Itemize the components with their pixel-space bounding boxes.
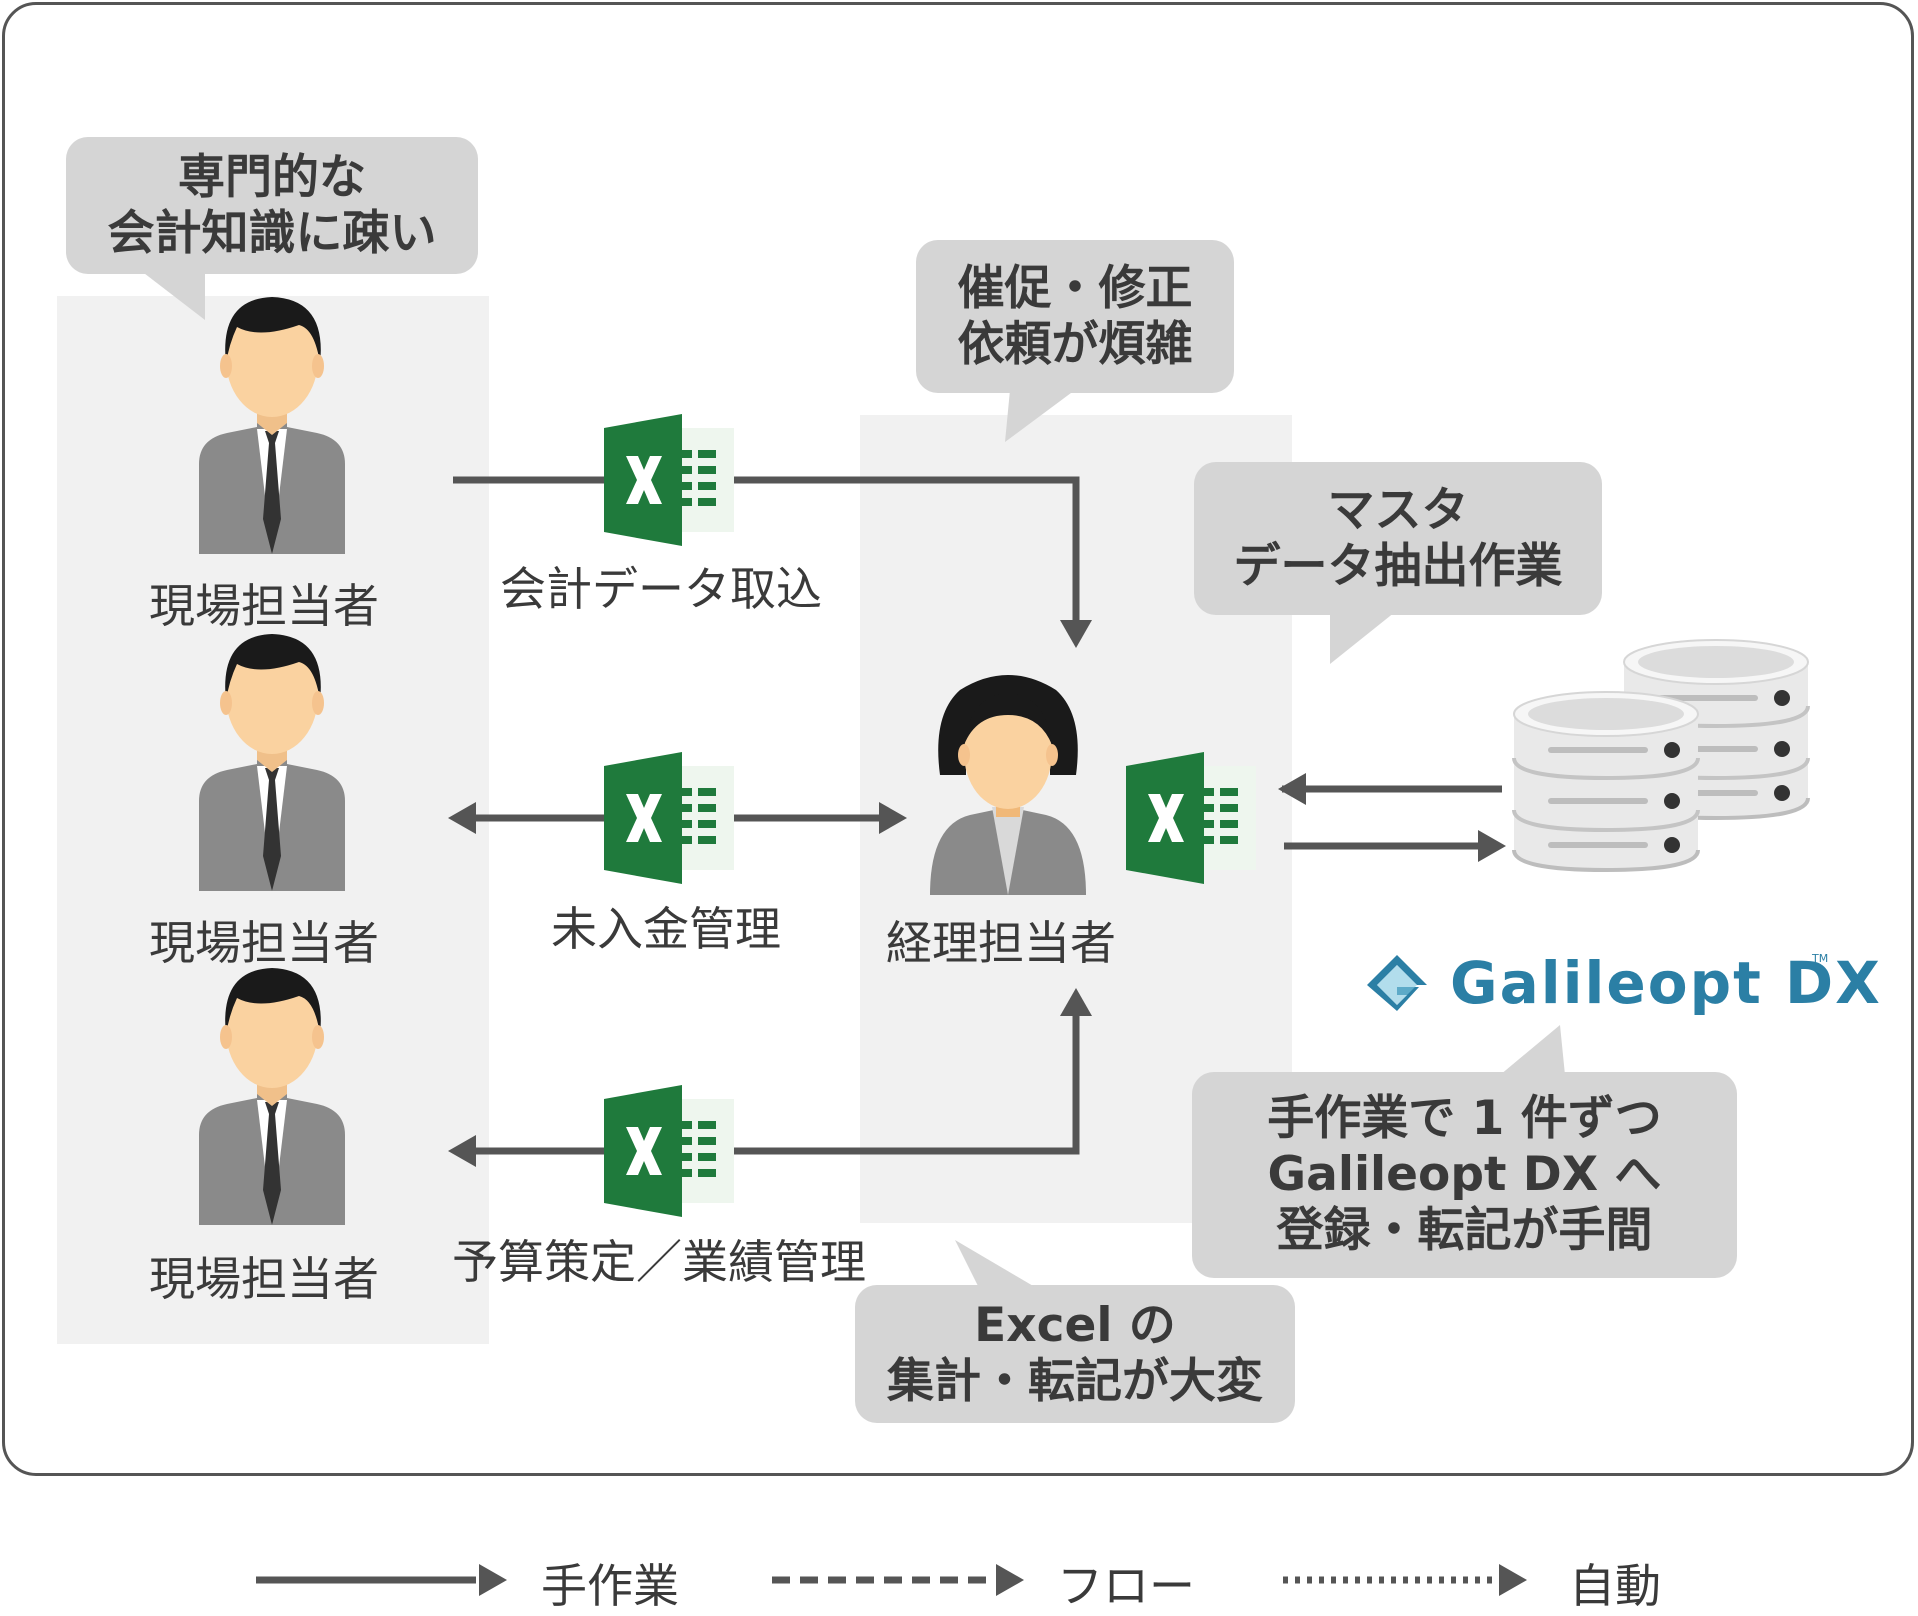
unpaid-flow-label: 未入金管理 [551, 902, 781, 956]
master-note-bubble: マスタ データ抽出作業 [1194, 462, 1602, 615]
galileopt-logo-icon [1367, 955, 1427, 1011]
database-icon [1512, 690, 1700, 872]
request-note-bubble: 催促・修正 依頼が煩雑 [916, 240, 1234, 393]
person-icon [199, 968, 345, 1225]
trademark-mark: TM [1812, 952, 1829, 965]
legend-auto-label: 自動 [1569, 1559, 1661, 1613]
bubble-tail [140, 270, 205, 320]
import-flow-label: 会計データ取込 [500, 562, 822, 616]
field-staff-label-2: 現場担当者 [149, 916, 379, 970]
legend-flow-label: フロー [1057, 1559, 1195, 1613]
bubble-tail [1500, 1025, 1565, 1075]
bubble-tail [1005, 390, 1075, 442]
accounting-staff-label: 経理担当者 [886, 916, 1116, 970]
budget-flow-label: 予算策定／業績管理 [452, 1235, 866, 1289]
field-staff-label-1: 現場担当者 [149, 579, 379, 633]
bubble-tail [955, 1240, 1040, 1290]
excel-icon [604, 414, 734, 546]
excel-note-bubble: Excel の 集計・転記が大変 [855, 1285, 1295, 1423]
field-staff-note-bubble: 専門的な 会計知識に疎い [66, 137, 478, 274]
excel-icon [1126, 752, 1256, 884]
excel-icon [604, 752, 734, 884]
field-staff-label-3: 現場担当者 [149, 1252, 379, 1306]
legend-manual-label: 手作業 [541, 1559, 679, 1613]
excel-icon [604, 1085, 734, 1217]
diagram-frame [2, 2, 1914, 1476]
person-icon [199, 297, 345, 554]
person-icon [199, 634, 345, 891]
galileopt-brand-name: Galileopt DX [1450, 949, 1882, 1017]
bubble-tail [1330, 612, 1395, 664]
galileopt-note-bubble: 手作業で 1 件ずつ Galileopt DX へ 登録・転記が手間 [1192, 1072, 1737, 1278]
person-icon [930, 675, 1086, 895]
